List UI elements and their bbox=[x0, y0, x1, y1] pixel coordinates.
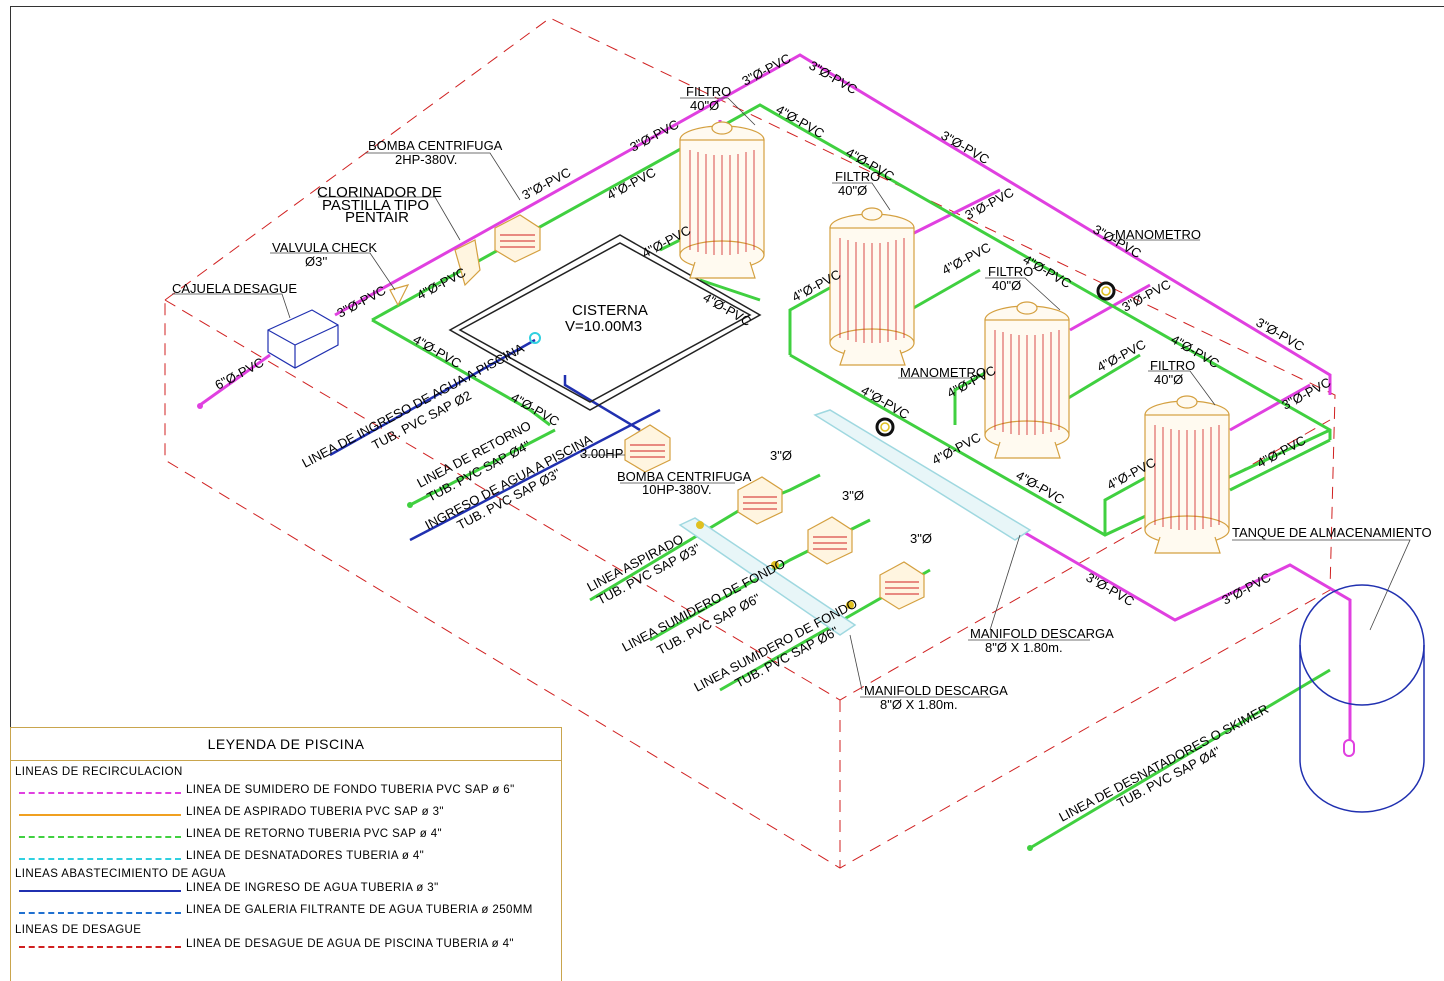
legend-swatch bbox=[19, 890, 181, 892]
legend-group-supply: LINEAS ABASTECIMIENTO DE AGUA bbox=[15, 868, 226, 880]
pipe-label: 3"Ø bbox=[910, 531, 932, 546]
label-desnatadores-1: LINEA DE DESNATADORES O SKIMER bbox=[1056, 701, 1271, 825]
legend-swatch bbox=[19, 946, 181, 948]
legend-group-recirculation: LINEAS DE RECIRCULACION bbox=[15, 766, 183, 778]
label-filtro-3-size: 40"Ø bbox=[992, 278, 1021, 293]
legend-group-drain: LINEAS DE DESAGUE bbox=[15, 924, 142, 936]
pipe-label: 4"Ø-PVC bbox=[411, 332, 464, 371]
label-manometro-1: MANOMETRO bbox=[1115, 227, 1201, 242]
label-bomba-big-spec: 10HP-380V. bbox=[642, 482, 712, 497]
label-bomba-small-spec: 2HP-380V. bbox=[395, 152, 457, 167]
drawing-frame bbox=[10, 6, 1444, 981]
pipe-label: 3"Ø bbox=[842, 488, 864, 503]
recirc-endpoint bbox=[197, 403, 203, 409]
tp-markers bbox=[696, 521, 854, 609]
label-cajuela: CAJUELA DESAGUE bbox=[172, 281, 297, 296]
pipe-label: 3"Ø-PVC bbox=[1279, 375, 1333, 413]
pipe-label: 4"Ø-PVC bbox=[414, 265, 468, 303]
manifold-ducts bbox=[678, 409, 1032, 636]
label-manifold-1-size: 8"Ø X 1.80m. bbox=[985, 640, 1063, 655]
label-filtro-4-size: 40"Ø bbox=[1154, 372, 1183, 387]
legend-swatch bbox=[19, 858, 181, 860]
label-clorinador-3: PENTAIR bbox=[345, 209, 409, 226]
pipe-label: 3"Ø-PVC bbox=[1084, 570, 1137, 609]
legend-text: LINEA DE GALERIA FILTRANTE DE AGUA TUBER… bbox=[186, 904, 533, 916]
legend: LEYENDA DE PISCINA LINEAS DE RECIRCULACI… bbox=[10, 727, 562, 981]
legend-text: LINEA DE DESNATADORES TUBERIA ø 4" bbox=[186, 850, 425, 862]
inlet-fitting bbox=[529, 332, 541, 344]
pipe-label: 4"Ø-PVC bbox=[859, 383, 912, 422]
legend-text: LINEA DE SUMIDERO DE FONDO TUBERIA PVC S… bbox=[186, 784, 515, 796]
pipe-label: 3"Ø bbox=[770, 448, 792, 463]
label-manifold-1: MANIFOLD DESCARGA bbox=[970, 626, 1114, 641]
return-endpoint bbox=[407, 502, 413, 508]
pipe-label: 3"Ø-PVC bbox=[739, 51, 793, 89]
legend-text: LINEA DE DESAGUE DE AGUA DE PISCINA TUBE… bbox=[186, 938, 514, 950]
legend-swatch bbox=[19, 836, 181, 838]
pumps bbox=[494, 214, 925, 610]
label-bomba-small: BOMBA CENTRIFUGA bbox=[368, 138, 503, 153]
check-valve bbox=[389, 284, 410, 307]
label-hp300: 3.00HP bbox=[580, 446, 623, 461]
label-filtro-3: FILTRO bbox=[988, 264, 1033, 279]
pipe-label: 3"Ø-PVC bbox=[807, 58, 860, 97]
label-filtro-1: FILTRO bbox=[686, 84, 731, 99]
label-valvula-size: Ø3'' bbox=[305, 254, 327, 269]
label-manifold-2: MANIFOLD DESCARGA bbox=[864, 683, 1008, 698]
manometer-1 bbox=[1096, 281, 1116, 301]
label-filtro-2-size: 40"Ø bbox=[838, 183, 867, 198]
drain-box bbox=[267, 309, 339, 369]
leader-lines bbox=[172, 97, 1411, 698]
label-manometro-2: MANOMETRO bbox=[900, 365, 986, 380]
pipe-label: 3"Ø-PVC bbox=[627, 117, 681, 155]
label-cisterna: CISTERNA bbox=[572, 302, 648, 319]
pipe-label: 4"Ø-PVC bbox=[774, 102, 827, 141]
tank-outlet bbox=[1343, 739, 1355, 757]
label-clorinador-2: PASTILLA TIPO bbox=[322, 197, 429, 214]
label-filtro-2: FILTRO bbox=[835, 169, 880, 184]
pump-coils bbox=[500, 234, 919, 595]
skimmer-endpoint bbox=[1027, 845, 1033, 851]
pipe-label: 3"Ø-PVC bbox=[1119, 277, 1173, 315]
label-filtro-1-size: 40"Ø bbox=[690, 98, 719, 113]
legend-text: LINEA DE INGRESO DE AGUA TUBERIA ø 3" bbox=[186, 882, 439, 894]
return-lines bbox=[371, 103, 1332, 850]
label-filtro-4: FILTRO bbox=[1150, 358, 1195, 373]
label-valvula: VALVULA CHECK bbox=[272, 240, 377, 255]
manometer-2 bbox=[875, 417, 895, 437]
label-cisterna-vol: V=10.00M3 bbox=[565, 318, 642, 335]
legend-swatch bbox=[19, 814, 181, 816]
label-manifold-2-size: 8"Ø X 1.80m. bbox=[880, 697, 958, 712]
label-tanque: TANQUE DE ALMACENAMIENTO bbox=[1232, 525, 1432, 540]
pipe-label: 6"Ø-PVC bbox=[212, 355, 266, 393]
label-bomba-big: BOMBA CENTRIFUGA bbox=[617, 469, 752, 484]
legend-swatch bbox=[19, 912, 181, 914]
pipe-label: 4"Ø-PVC bbox=[604, 165, 658, 203]
legend-title: LEYENDA DE PISCINA bbox=[11, 728, 561, 761]
storage-tank bbox=[1299, 584, 1425, 813]
cistern bbox=[448, 234, 762, 411]
diagram-labels: FILTRO 40"Ø FILTRO 40"Ø FILTRO 40"Ø FILT… bbox=[172, 51, 1432, 825]
pipe-label: 3"Ø-PVC bbox=[939, 128, 992, 167]
legend-swatch bbox=[19, 792, 181, 794]
label-clorinador-1: CLORINADOR DE bbox=[317, 184, 442, 201]
legend-text: LINEA DE RETORNO TUBERIA PVC SAP ø 4" bbox=[186, 828, 442, 840]
filter-stripes bbox=[689, 150, 1220, 530]
chlorinator bbox=[454, 239, 481, 287]
pipe-label: 4"Ø-PVC bbox=[939, 240, 993, 278]
legend-text: LINEA DE ASPIRADO TUBERIA PVC SAP ø 3" bbox=[186, 806, 444, 818]
pipe-label: 3"Ø-PVC bbox=[1219, 570, 1273, 608]
